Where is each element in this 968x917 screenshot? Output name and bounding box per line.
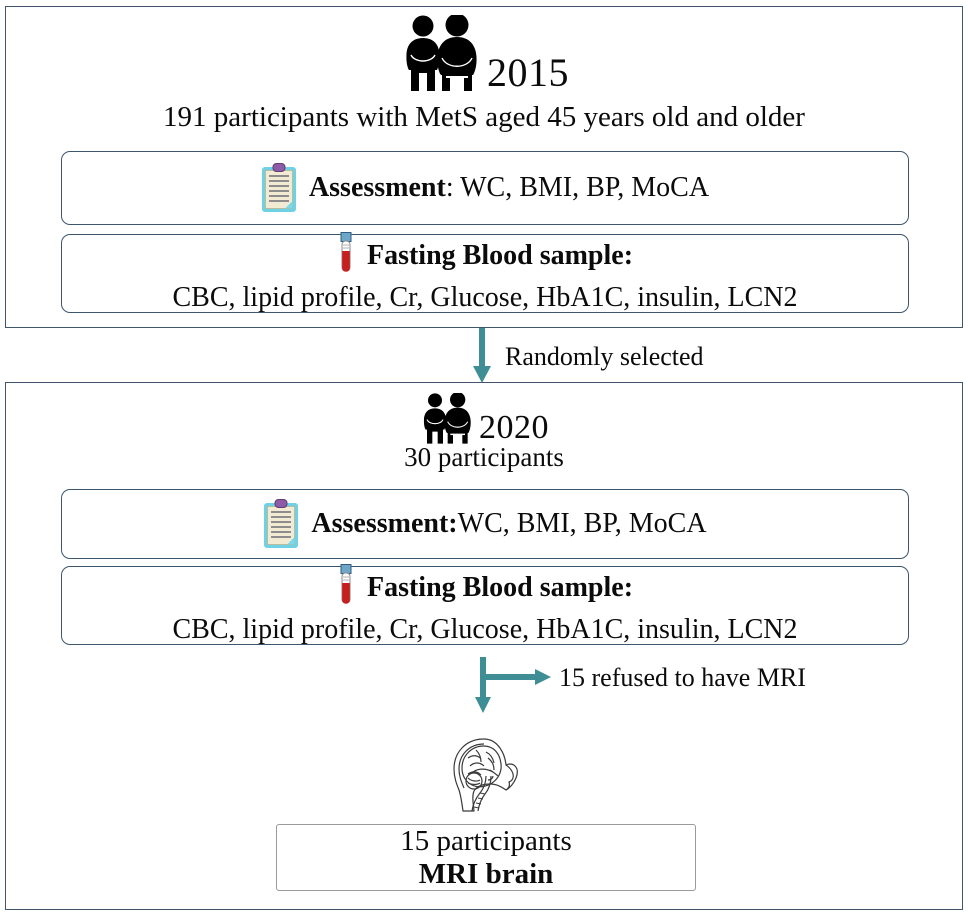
head-brain-sagittal-icon (446, 736, 530, 816)
assessment-line-2015: Assessment: WC, BMI, BP, MoCA (261, 163, 709, 213)
blood-details-2015: CBC, lipid profile, Cr, Glucose, HbA1C, … (172, 282, 798, 314)
blood-tube-icon (337, 564, 355, 612)
blood-title-2020: Fasting Blood sample: (366, 572, 634, 604)
result-mri-brain-label: MRI brain (418, 857, 554, 890)
blood-card-2020: Fasting Blood sample: CBC, lipid profile… (61, 564, 909, 646)
blood-title-2015: Fasting Blood sample: (366, 240, 634, 272)
assessment-card-2020: Assessment: WC, BMI, BP, MoCA (61, 489, 909, 559)
blood-title-line-2020: Fasting Blood sample: (337, 564, 633, 612)
assessment-label-bold: Assessment (308, 171, 446, 203)
connector-randomly-selected (470, 328, 494, 389)
stage-2015-year-row: 2015 (6, 15, 962, 93)
connector-refused-label: 15 refused to have MRI (559, 663, 806, 692)
blood-details-2020: CBC, lipid profile, Cr, Glucose, HbA1C, … (172, 614, 798, 646)
blood-tube-icon (337, 232, 355, 280)
clipboard-icon (261, 163, 297, 213)
blood-card-2015: Fasting Blood sample: CBC, lipid profile… (61, 232, 909, 314)
stage-2015-container: 2015 191 participants with MetS aged 45 … (5, 6, 963, 328)
result-participants-count: 15 participants (400, 825, 572, 858)
stage-2020-year-row: 2020 (6, 393, 962, 445)
two-obese-people-icon (399, 15, 483, 93)
blood-title-line-2015: Fasting Blood sample: (337, 232, 633, 280)
assessment-card-2015: Assessment: WC, BMI, BP, MoCA (61, 151, 909, 225)
clipboard-icon (263, 499, 299, 549)
assessment-label-rest: WC, BMI, BP, MoCA (457, 507, 707, 539)
connector-refused-branch (471, 657, 581, 720)
stage-2020-headline: 30 participants (404, 442, 564, 472)
assessment-label-bold: Assessment: (311, 507, 458, 539)
result-box-mri: 15 participants MRI brain (276, 824, 696, 891)
assessment-line-2020: Assessment: WC, BMI, BP, MoCA (263, 499, 707, 549)
assessment-label-rest: : WC, BMI, BP, MoCA (445, 171, 710, 203)
stage-2015-headline: 191 participants with MetS aged 45 years… (163, 101, 805, 133)
stage-2015-year-label: 2015 (487, 50, 569, 95)
two-obese-people-icon (419, 393, 475, 445)
connector-randomly-selected-label: Randomly selected (505, 342, 704, 371)
stage-2020-year-label: 2020 (479, 409, 549, 446)
stage-2020-container: 2020 30 participants (5, 382, 963, 910)
